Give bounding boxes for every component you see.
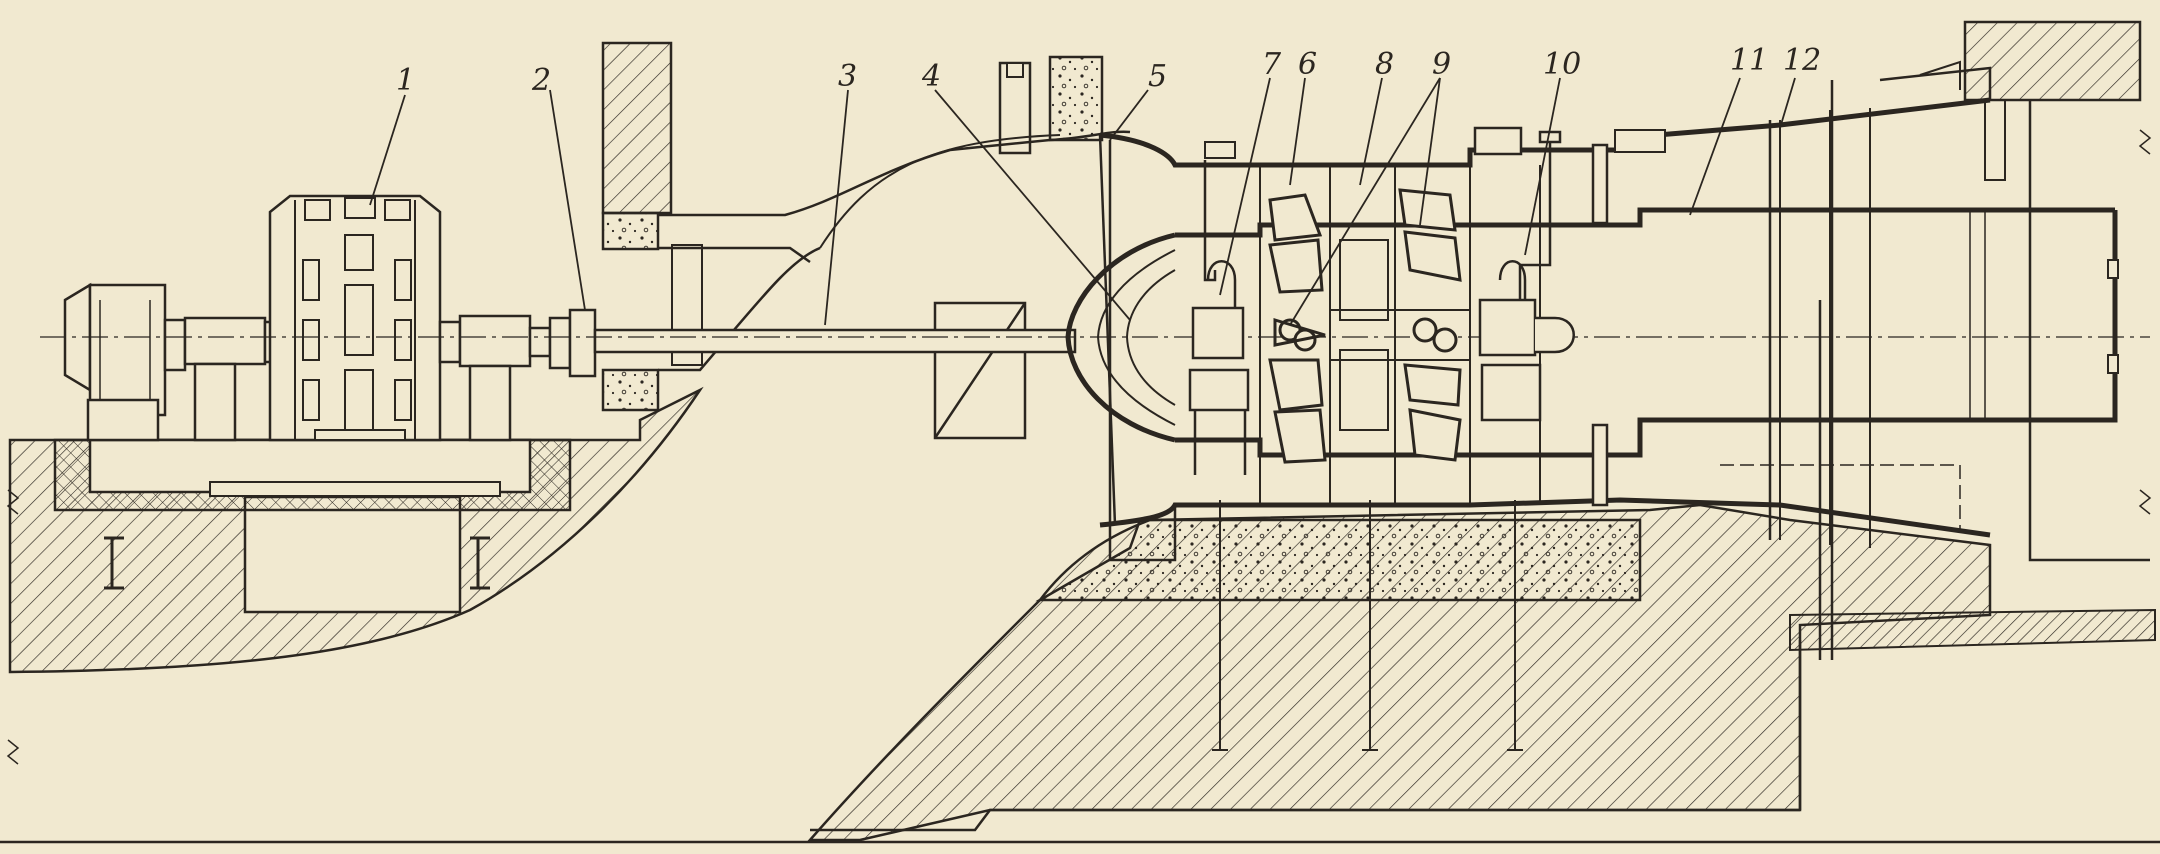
coupling — [528, 308, 597, 378]
callout-8: 8 — [1375, 47, 1394, 82]
anchor-rods — [1212, 500, 1523, 751]
callout-5: 5 — [1148, 59, 1167, 94]
generator — [268, 194, 442, 442]
concrete-bed — [1035, 518, 1642, 602]
callout-11: 11 — [1730, 43, 1768, 78]
callout-2: 2 — [531, 63, 551, 98]
callout-7: 7 — [1262, 47, 1282, 82]
main-shaft — [40, 328, 2150, 354]
servomotor-left — [1188, 160, 1250, 475]
runner-blades-stage-1 — [1268, 193, 1327, 464]
bearing-pedestal-left — [183, 316, 282, 442]
callouts: 1 2 3 4 5 7 6 8 9 10 11 12 — [396, 43, 1821, 98]
intake-wall — [601, 41, 1104, 412]
leader-lines — [369, 77, 1796, 326]
callout-4: 4 — [921, 59, 941, 94]
intake-conduit — [658, 130, 1131, 440]
runner-blades-stage-2 — [1398, 188, 1462, 462]
callout-9: 9 — [1432, 47, 1451, 82]
callout-12: 12 — [1783, 43, 1821, 78]
callout-10: 10 — [1543, 47, 1581, 82]
draft-tube — [1720, 20, 2150, 660]
generator-base — [53, 438, 572, 512]
bearing-pedestal-right — [438, 314, 532, 442]
callout-6: 6 — [1298, 47, 1317, 82]
callout-1: 1 — [396, 63, 415, 98]
servomotor-right — [1478, 130, 1575, 422]
callout-3: 3 — [838, 59, 857, 94]
break-marks — [6, 129, 2152, 765]
turbine-casing — [1065, 97, 2118, 562]
exciter — [63, 282, 187, 442]
